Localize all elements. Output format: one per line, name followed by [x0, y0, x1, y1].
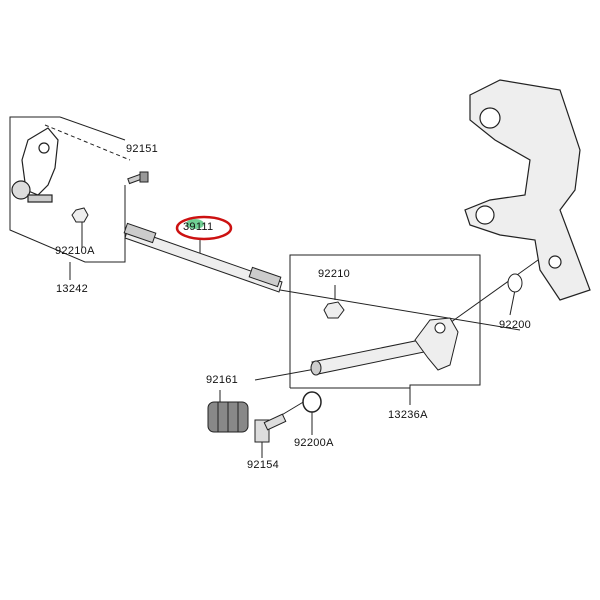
- label-92200: 92200: [499, 319, 532, 331]
- label-13236A: 13236A: [388, 409, 428, 421]
- left-group-box: [9, 116, 126, 263]
- label-92151: 92151: [126, 143, 159, 155]
- label-39111: 39111: [183, 221, 214, 233]
- washer-92200: [507, 273, 523, 293]
- label-92210A: 92210A: [55, 245, 95, 257]
- highlight-ring: [175, 215, 233, 241]
- label-13242: 13242: [56, 283, 89, 295]
- nut-92210A: [71, 207, 89, 223]
- bolt-92151: [127, 171, 149, 185]
- bolt-92154: [254, 413, 287, 443]
- bracket-13242: [11, 127, 59, 203]
- nut-92210: [323, 301, 345, 319]
- footrest-bracket: [464, 79, 591, 301]
- label-92200A: 92200A: [294, 437, 334, 449]
- label-92154: 92154: [247, 459, 280, 471]
- highlight-dot: [186, 219, 204, 229]
- washer-92200A: [302, 391, 322, 413]
- spring-92161: [207, 401, 249, 433]
- lever-13236A: [310, 317, 459, 376]
- label-92161: 92161: [206, 374, 239, 386]
- label-92210: 92210: [318, 268, 351, 280]
- shaft-39111: [123, 222, 283, 293]
